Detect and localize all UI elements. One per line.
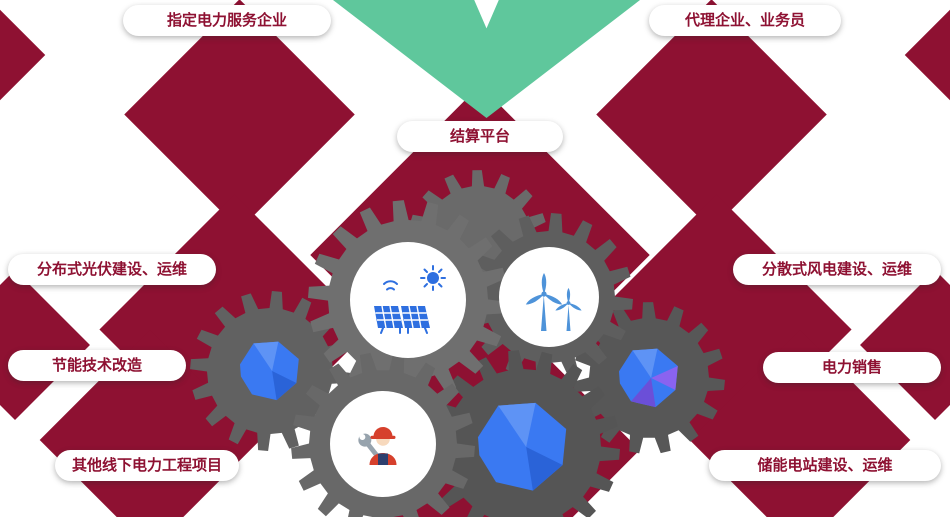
node-power-sales: 电力销售 <box>763 352 941 383</box>
node-offline-projects: 其他线下电力工程项目 <box>55 450 239 481</box>
worker-icon <box>358 427 397 465</box>
blue-purple-blob-icon <box>619 348 678 408</box>
wind-turbine-icon <box>525 273 582 331</box>
node-agents: 代理企业、业务员 <box>649 5 841 36</box>
node-distributed-wind: 分散式风电建设、运维 <box>733 254 941 285</box>
solar-disc <box>350 242 466 358</box>
blue-blob-icon <box>478 402 567 491</box>
node-energy-storage: 储能电站建设、运维 <box>709 450 941 481</box>
node-energy-saving: 节能技术改造 <box>8 350 186 381</box>
blue-blob-icon <box>240 341 299 401</box>
node-distributed-pv: 分布式光伏建设、运维 <box>8 254 216 285</box>
solar-panel-icon <box>374 265 446 334</box>
node-settlement-platform: 结算平台 <box>397 121 563 152</box>
node-designated-service: 指定电力服务企业 <box>123 5 331 36</box>
